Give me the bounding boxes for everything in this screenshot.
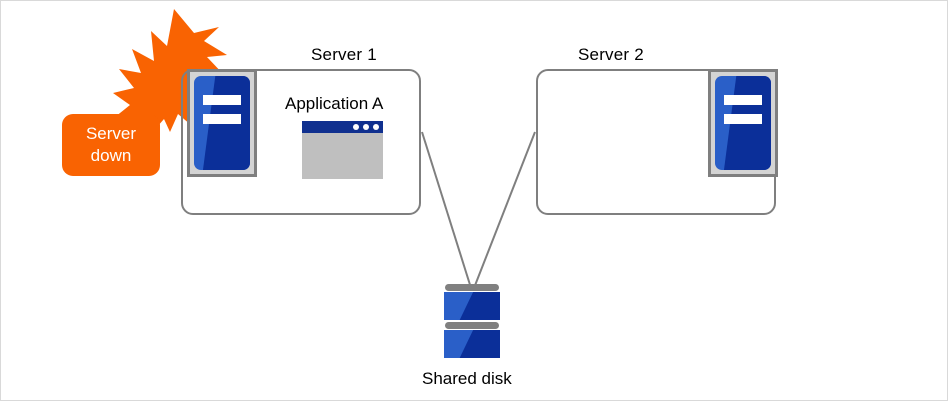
server-icon-slot-bar-2: [203, 114, 241, 124]
disk-cap-2: [445, 322, 499, 329]
disk-platter-1: [444, 292, 500, 320]
shared-disk-icon: [444, 284, 500, 362]
server-icon-slot-bar-1: [203, 95, 241, 105]
application-window-icon: [302, 121, 383, 179]
server-icon-body: [194, 76, 250, 170]
connector-server1-to-disk: [421, 131, 472, 289]
server-icon-body: [715, 76, 771, 170]
application-window-titlebar: [302, 121, 383, 133]
disk-platter-2: [444, 330, 500, 358]
application-a-label: Application A: [285, 94, 384, 113]
server2-machine-icon: [708, 69, 778, 177]
window-dot-2: [363, 124, 369, 130]
alert-badge-line-1: Server: [85, 124, 137, 143]
disk-platter-shading: [459, 292, 500, 320]
server-icon-slot-bar-1: [724, 95, 762, 105]
server1-panel: [181, 69, 421, 215]
alert-badge-server-down: Server down: [62, 114, 160, 176]
disk-platter-shading: [459, 330, 500, 358]
shared-disk-label: Shared disk: [422, 369, 512, 388]
server1-machine-icon: [187, 69, 257, 177]
window-dot-3: [373, 124, 379, 130]
connector-server2-to-disk: [473, 131, 536, 289]
server1-title: Server 1: [311, 45, 377, 64]
server-icon-slot-bar-2: [724, 114, 762, 124]
server2-title: Server 2: [578, 45, 644, 64]
disk-cap-1: [445, 284, 499, 291]
alert-badge-line-2: down: [90, 146, 132, 165]
window-dot-1: [353, 124, 359, 130]
